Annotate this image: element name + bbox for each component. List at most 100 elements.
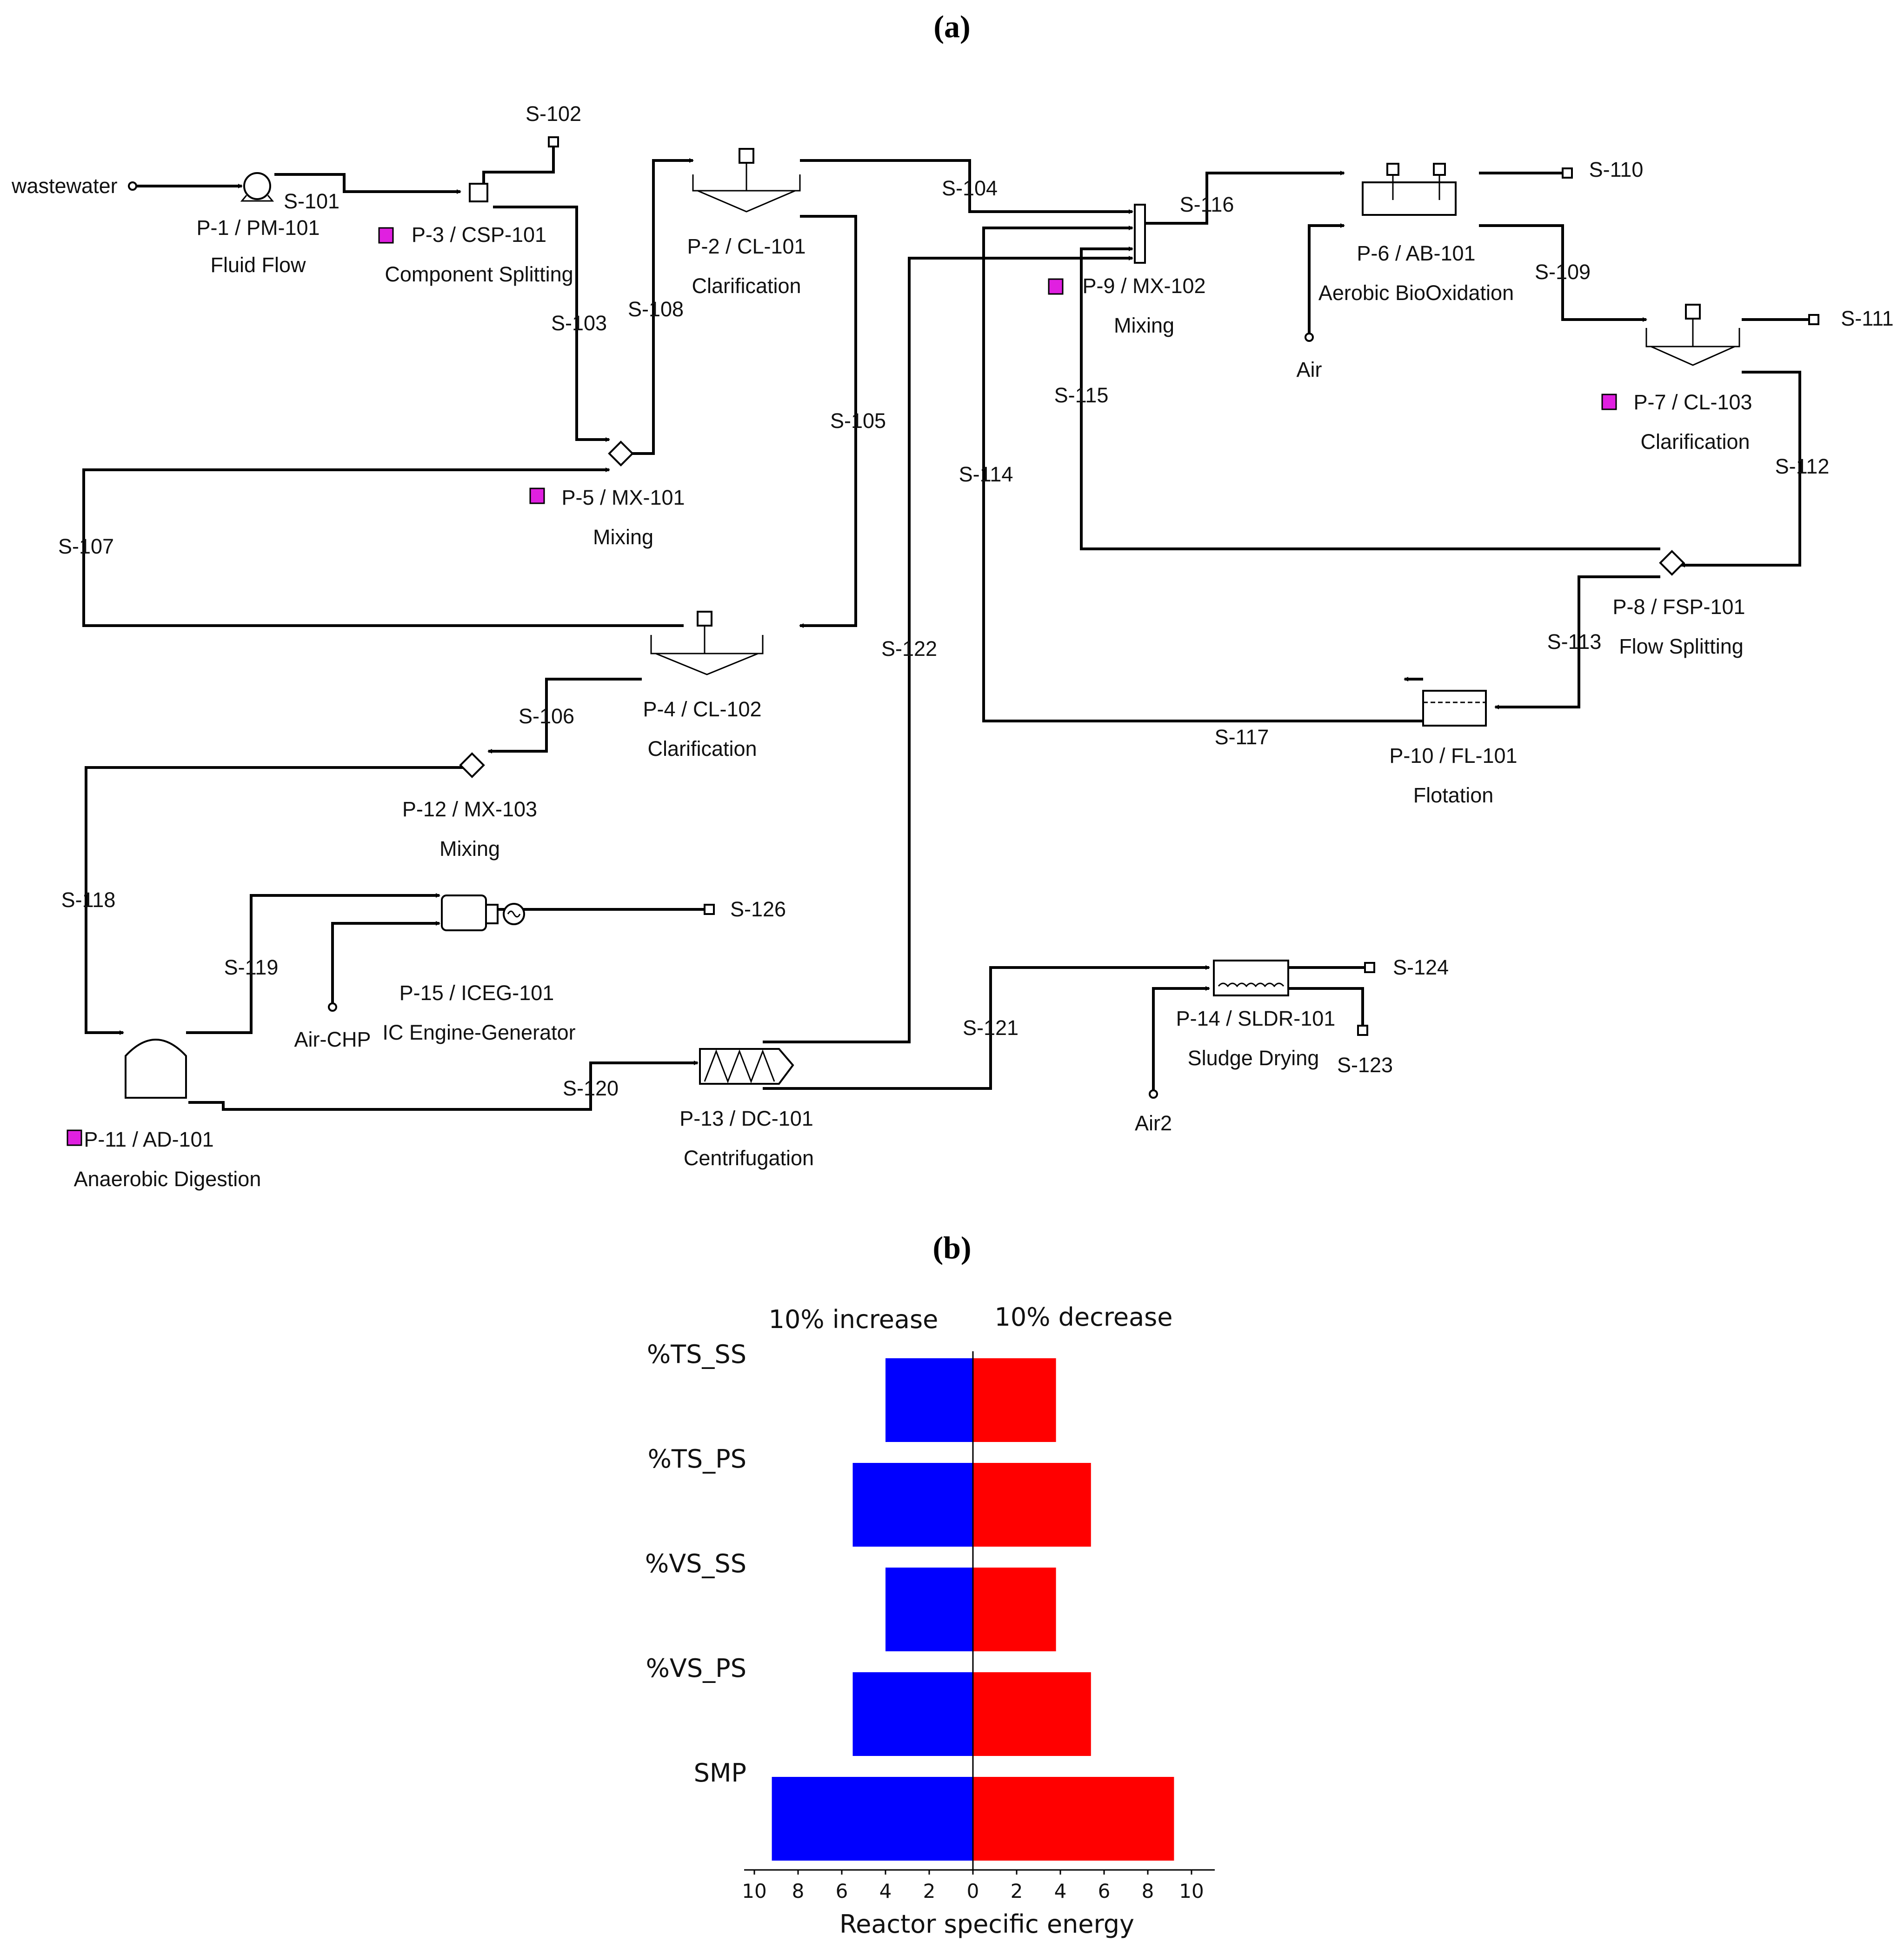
unit-desc-dc101: Centrifugation: [684, 1146, 814, 1170]
stream-line-s118: [85, 766, 465, 1035]
stream-label-s103: S-103: [551, 311, 607, 335]
clarifier-icon-cl102: [650, 611, 764, 675]
x-tick-label: 2: [923, 1880, 936, 1902]
stream-line-s119: [186, 893, 440, 1034]
panel-a-label: (a): [933, 9, 970, 44]
stream-line-s123: [1288, 987, 1364, 1026]
unit-name-mx103: P-12 / MX-103: [402, 797, 537, 821]
legend-decrease-label: 10% decrease: [994, 1302, 1172, 1332]
outlet-terminal-s126: [704, 904, 715, 915]
category-label: %VS_SS: [645, 1549, 746, 1578]
x-tick-label: 8: [1142, 1880, 1154, 1902]
unit-desc-pm101: Fluid Flow: [210, 253, 306, 277]
stream-line-s106: [487, 678, 642, 754]
inlet-terminal-air2: [1149, 1089, 1158, 1099]
stream-label-s120: S-120: [563, 1076, 619, 1100]
unit-desc-fsp101: Flow Splitting: [1619, 634, 1744, 658]
stream-label-s110: S-110: [1589, 158, 1644, 181]
stream-line-s108: [632, 158, 694, 455]
unit-name-sldr101: P-14 / SLDR-101: [1176, 1007, 1336, 1030]
stream-label-s114: S-114: [959, 462, 1013, 486]
stream-line-s121: [763, 965, 1210, 1090]
stream-line-s115: [1080, 247, 1660, 550]
stream-label-s118: S-118: [61, 888, 116, 912]
unit-name-fsp101: P-8 / FSP-101: [1612, 595, 1745, 619]
unit-name-csp101: P-3 / CSP-101: [412, 223, 546, 247]
unit-name-mx102: P-9 / MX-102: [1082, 274, 1205, 298]
x-tick-label: 8: [792, 1880, 805, 1902]
stream-line-air-chp: [331, 921, 440, 1005]
stream-line-air2: [1152, 986, 1210, 1093]
stream-label-s122: S-122: [881, 637, 937, 661]
bar-decrease: [973, 1358, 1056, 1442]
stream-label-s117: S-117: [1215, 725, 1269, 749]
mixer-icon-mx101: [608, 441, 634, 467]
stream-line-s105: [799, 215, 857, 628]
stream-label-s109: S-109: [1535, 260, 1591, 284]
clarifier-icon-cl101: [692, 148, 801, 213]
x-tick-label: 4: [1054, 1880, 1067, 1902]
unit-desc-mx101: Mixing: [593, 525, 653, 549]
unit-desc-fl101: Flotation: [1413, 783, 1494, 807]
x-tick-label: 6: [1098, 1880, 1111, 1902]
unit-desc-ad101: Anaerobic Digestion: [74, 1167, 261, 1191]
bar-increase: [852, 1463, 973, 1547]
stream-lines: [82, 144, 1809, 1111]
stream-line-s112: [1680, 371, 1801, 567]
unit-desc-iceg101: IC Engine-Generator: [382, 1021, 575, 1044]
unit-name-ab101: P-6 / AB-101: [1357, 241, 1475, 265]
input-label-air-chp: Air-CHP: [294, 1028, 371, 1051]
stream-line-s109: [1479, 224, 1647, 322]
unit-desc-cl102: Clarification: [647, 737, 757, 761]
bar-decrease: [973, 1777, 1174, 1861]
terminals: [128, 136, 1819, 1099]
unit-desc-mx103: Mixing: [439, 837, 500, 861]
unit-desc-csp101: Component Splitting: [385, 262, 573, 286]
panel-b-label: (b): [932, 1230, 971, 1265]
stream-label-s112: S-112: [1775, 454, 1830, 478]
stream-line-air: [1308, 223, 1345, 337]
outlet-terminal-s110: [1562, 167, 1573, 179]
centrifuge-icon: [699, 1048, 794, 1085]
procedure-icon-mx102: [1048, 278, 1064, 295]
unit-name-ad101: P-11 / AD-101: [84, 1128, 213, 1151]
input-label-air2: Air2: [1135, 1111, 1172, 1135]
category-label: %TS_PS: [648, 1444, 746, 1474]
input-label-wastewater: wastewater: [11, 174, 118, 198]
stream-label-s113: S-113: [1547, 630, 1602, 654]
chart-x-axis-label: Reactor specific energy: [839, 1909, 1134, 1939]
anaerobic-digester-icon: [125, 1039, 187, 1099]
x-tick-label: 6: [836, 1880, 848, 1902]
stream-label-s106: S-106: [519, 704, 574, 728]
stream-line-s104: [800, 159, 1133, 214]
chart-bars: [772, 1358, 1174, 1861]
unit-name-dc101: P-13 / DC-101: [679, 1107, 813, 1130]
outlet-terminal-s111: [1808, 314, 1819, 325]
procedure-icon-csp101: [378, 227, 394, 244]
outlet-terminal-s102: [548, 136, 559, 147]
flowsheet: wastewater Air Air-CHP Air2 P-1 / PM-101…: [11, 102, 1894, 1191]
stream-line-s102: [482, 144, 555, 184]
bar-decrease: [973, 1568, 1056, 1651]
stream-label-s119: S-119: [224, 955, 279, 979]
aerobic-reactor-icon: [1362, 163, 1457, 216]
unit-name-cl101: P-2 / CL-101: [687, 234, 806, 258]
unit-name-pm101: P-1 / PM-101: [196, 216, 320, 240]
bar-decrease: [973, 1672, 1091, 1756]
bar-increase: [885, 1568, 973, 1651]
stream-label-s121: S-121: [963, 1016, 1019, 1040]
stream-label-s115: S-115: [1054, 383, 1109, 407]
bar-increase: [885, 1358, 973, 1442]
x-tick-label: 4: [879, 1880, 892, 1902]
x-tick-label: 10: [742, 1880, 766, 1902]
x-tick-label: 0: [967, 1880, 979, 1902]
bar-decrease: [973, 1463, 1091, 1547]
sensitivity-chart: 10% increase 10% decrease %TS_SS%TS_PS%V…: [645, 1302, 1215, 1939]
unit-name-mx101: P-5 / MX-101: [561, 486, 685, 509]
mixer-icon-mx102: [1134, 204, 1146, 264]
unit-name-fl101: P-10 / FL-101: [1389, 744, 1517, 768]
stream-label-s107: S-107: [58, 534, 114, 558]
